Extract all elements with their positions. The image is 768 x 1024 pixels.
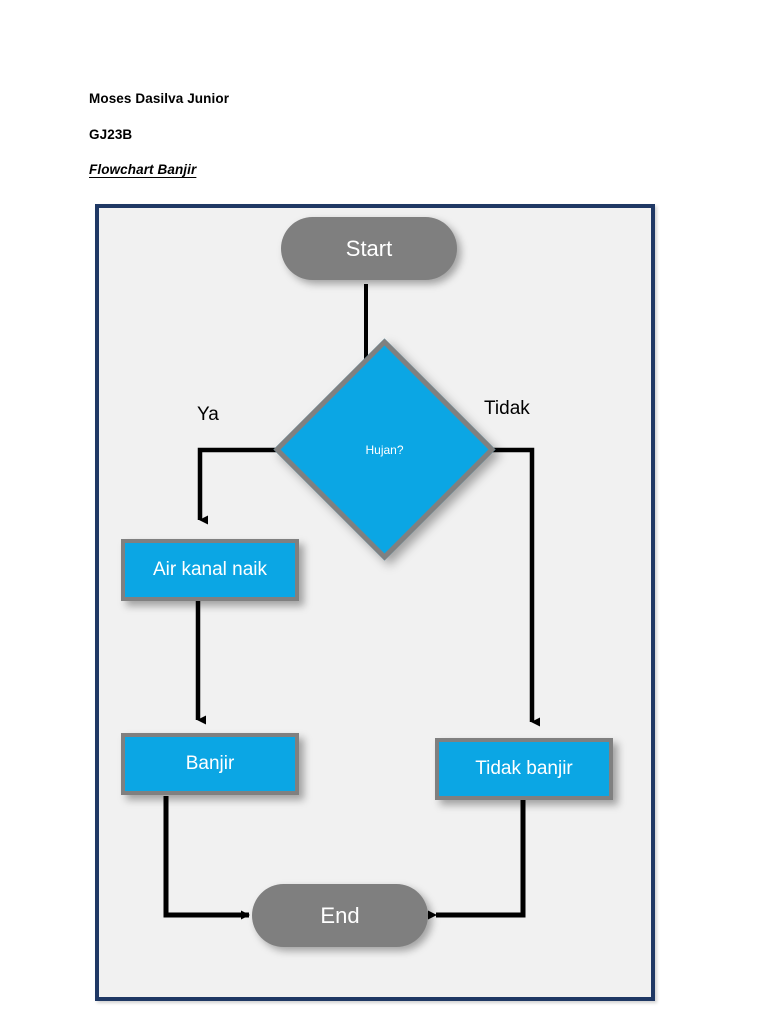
- node-start-label: Start: [345, 235, 393, 261]
- node-air-kanal-naik-label: Air kanal naik: [152, 559, 268, 580]
- flowchart-stage: Start Hujan? Ya Tidak Air kanal naik Ban…: [99, 208, 651, 997]
- node-banjir-label: Banjir: [185, 753, 235, 774]
- edge-hujan-to-tidak-banjir: [459, 447, 540, 727]
- node-hujan-label: Hujan?: [365, 442, 404, 457]
- class-code-line: GJ23B: [89, 126, 133, 142]
- node-tidak-banjir[interactable]: Tidak banjir: [435, 738, 613, 800]
- author-line: Moses Dasilva Junior: [89, 91, 230, 106]
- branch-label-ya: Ya: [197, 404, 219, 425]
- branch-label-tidak: Tidak: [484, 398, 530, 419]
- node-end-label: End: [320, 902, 360, 928]
- node-banjir[interactable]: Banjir: [121, 733, 299, 795]
- flowchart-canvas: Start Hujan? Ya Tidak Air kanal naik Ban…: [95, 204, 655, 1001]
- page-title: Flowchart Banjir: [89, 162, 197, 177]
- node-hujan-decision[interactable]: Hujan?: [273, 338, 496, 561]
- document-header: Moses Dasilva Junior GJ23B Flowchart Ban…: [89, 92, 649, 177]
- edge-banjir-to-end: [163, 796, 250, 920]
- node-end[interactable]: End: [252, 884, 428, 947]
- node-tidak-banjir-label: Tidak banjir: [475, 758, 573, 779]
- node-air-kanal-naik[interactable]: Air kanal naik: [121, 539, 299, 601]
- edge-tidak-banjir-to-end: [428, 800, 526, 920]
- connector-layer: [163, 284, 540, 920]
- node-start[interactable]: Start: [281, 217, 457, 280]
